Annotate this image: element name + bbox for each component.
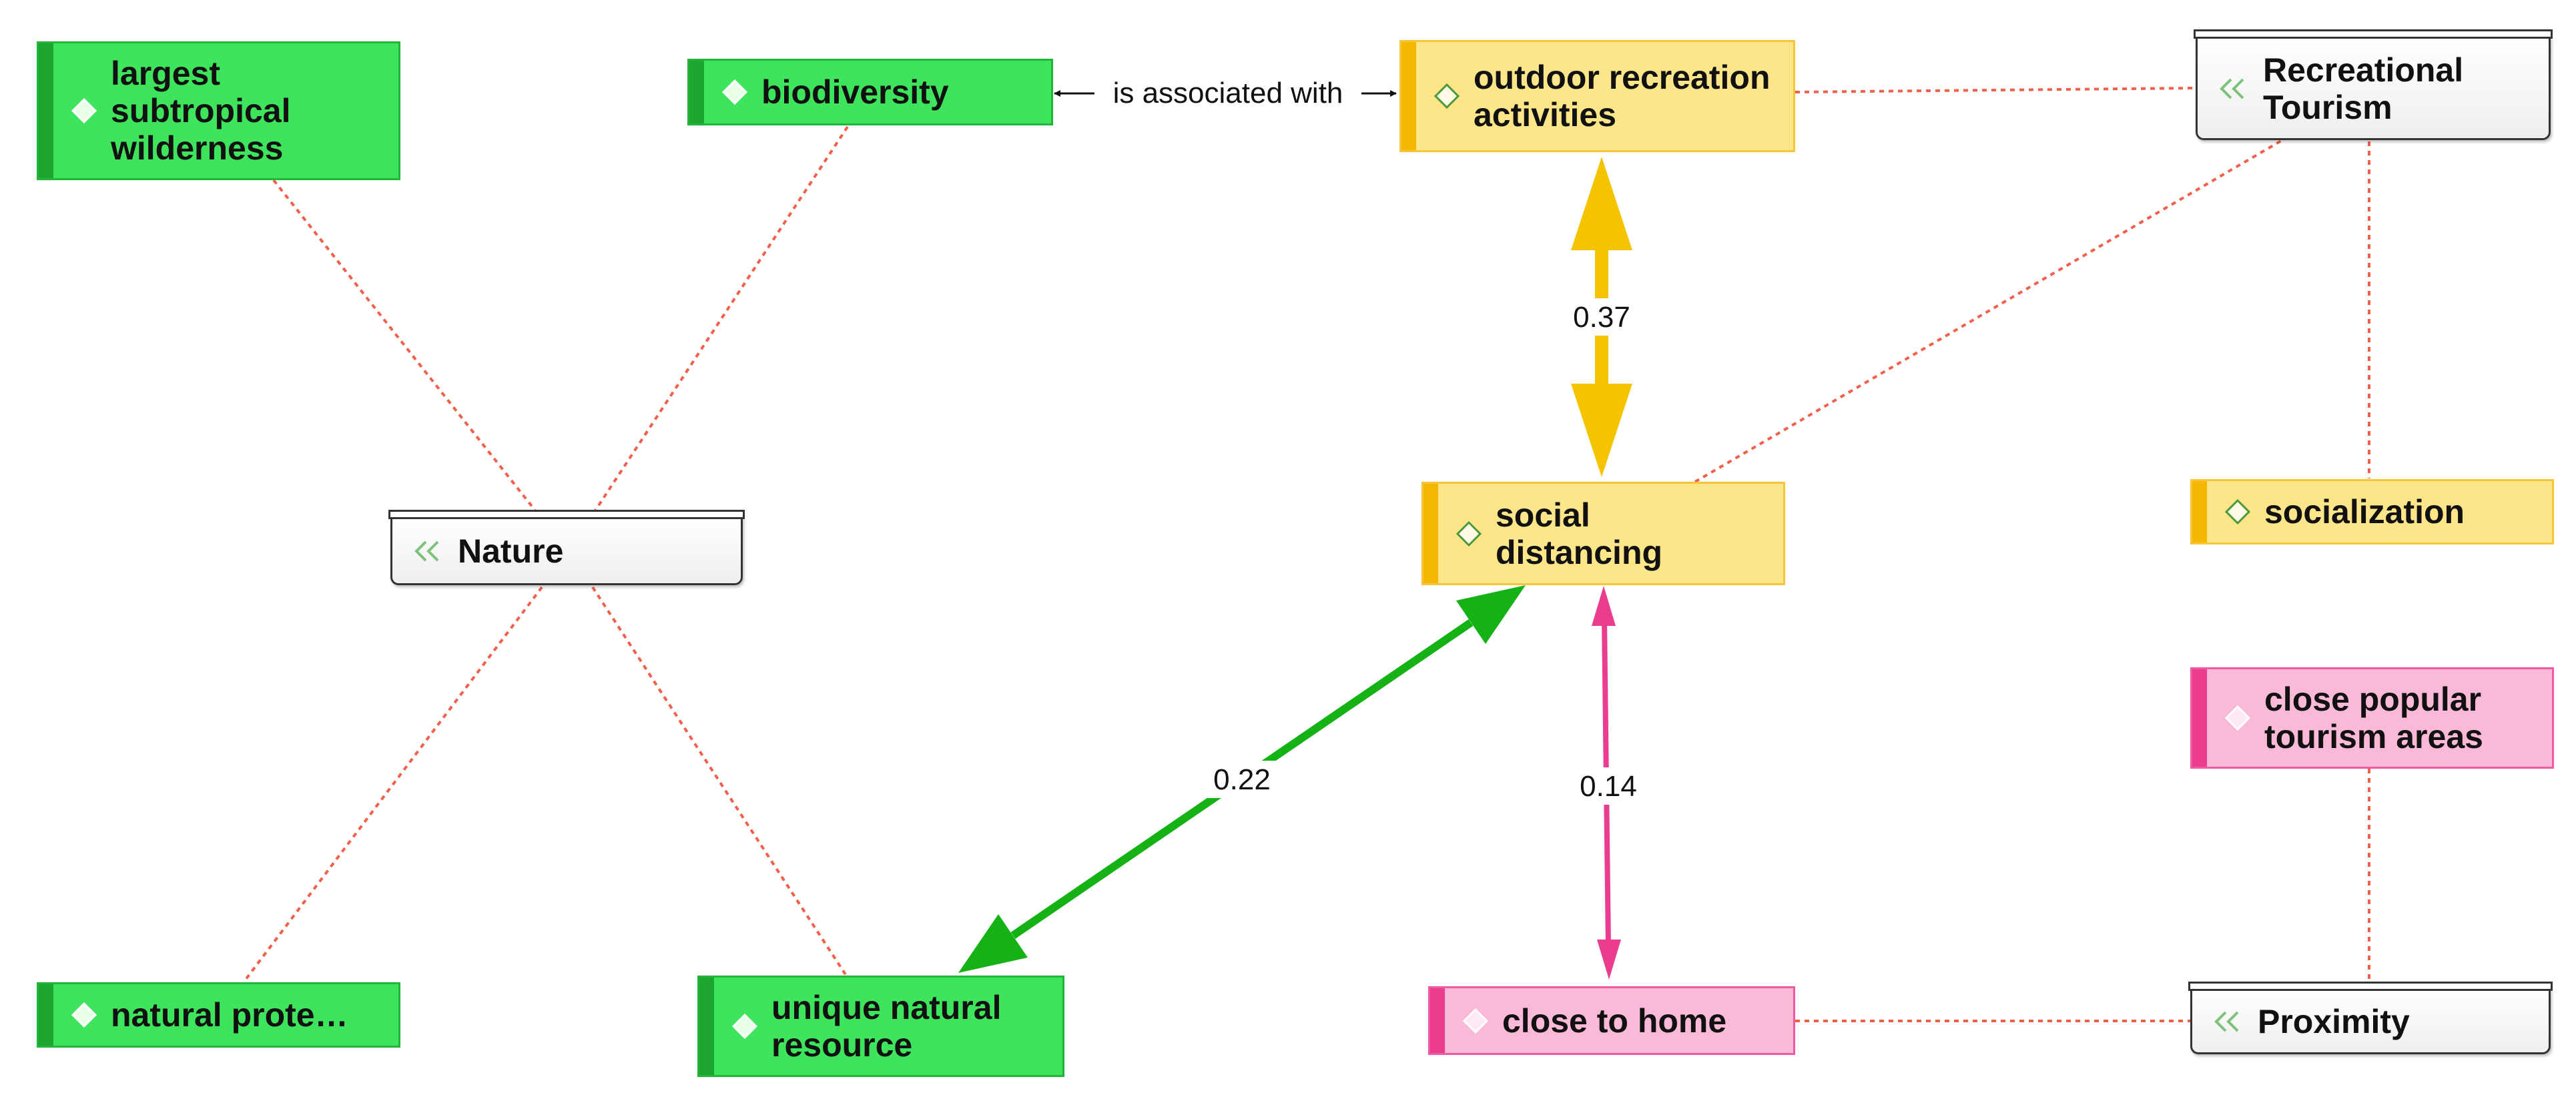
diamond-icon xyxy=(731,1013,758,1040)
link-nature-unique-resource xyxy=(591,586,848,977)
node-label: Recreational Tourism xyxy=(2263,51,2464,126)
node-category-bar xyxy=(2192,669,2207,767)
node-label: unique natural resource xyxy=(771,989,1002,1064)
node-category-bar xyxy=(699,978,714,1075)
edge-outdoor-social-label: 0.37 xyxy=(1573,301,1630,334)
double-chevron-icon xyxy=(2214,1011,2239,1032)
node-biodiversity[interactable]: biodiversity xyxy=(687,59,1053,125)
diamond-icon xyxy=(71,97,97,124)
edge-social-home-label-bg xyxy=(1571,767,1646,805)
node-label: natural prote… xyxy=(111,996,348,1034)
node-close-to-home[interactable]: close to home xyxy=(1428,986,1795,1055)
diamond-icon xyxy=(1456,520,1482,546)
diamond-icon xyxy=(2224,705,2251,731)
node-outdoor-recreation-activities[interactable]: outdoor recreation activities xyxy=(1399,40,1795,152)
edge-outdoor-social-label-bg xyxy=(1568,298,1635,336)
node-label: Nature xyxy=(458,532,564,570)
double-chevron-icon xyxy=(414,540,439,562)
edge-social-home-label: 0.14 xyxy=(1580,770,1637,803)
node-nature[interactable]: Nature xyxy=(388,510,745,585)
node-close-popular-tourism-areas[interactable]: close popular tourism areas xyxy=(2190,667,2554,769)
node-largest-subtropical-wilderness[interactable]: largest subtropical wilderness xyxy=(37,41,400,180)
node-label: biodiversity xyxy=(761,73,949,111)
diamond-icon xyxy=(721,79,748,105)
node-category-bar xyxy=(39,984,53,1046)
node-natural-protection[interactable]: natural prote… xyxy=(37,982,400,1048)
edge-social-home-arrowhead-top xyxy=(1592,586,1616,626)
node-label: close to home xyxy=(1502,1002,1727,1040)
node-proximity[interactable]: Proximity xyxy=(2188,982,2553,1054)
node-socialization[interactable]: socialization xyxy=(2190,479,2554,544)
edge-outdoor-social-arrowhead-top xyxy=(1571,157,1632,250)
node-label: largest subtropical wilderness xyxy=(111,55,291,167)
node-recreational-tourism[interactable]: Recreational Tourism xyxy=(2194,29,2553,140)
diamond-icon xyxy=(71,1002,97,1028)
edge-social-home-arrowhead-bottom xyxy=(1597,940,1621,980)
association-label-bg xyxy=(1094,75,1361,112)
node-category-bar xyxy=(689,61,704,123)
link-nature-natural-protection xyxy=(242,586,543,984)
node-label: Proximity xyxy=(2258,1003,2410,1040)
node-category-bar xyxy=(39,43,53,178)
diamond-icon xyxy=(1433,83,1460,109)
node-category-bar xyxy=(1430,988,1445,1053)
double-chevron-icon xyxy=(2220,78,2244,99)
node-category-bar xyxy=(1423,484,1438,583)
link-outdoor-recreational xyxy=(1795,87,2196,93)
link-social-recreational xyxy=(1694,139,2284,483)
association-label: is associated with xyxy=(1113,77,1343,109)
node-category-bar xyxy=(2192,481,2207,542)
edge-social-unique-arrowhead-top xyxy=(1456,585,1526,644)
diamond-icon xyxy=(1462,1008,1489,1034)
node-category-bar xyxy=(1401,42,1416,150)
edge-outdoor-social-arrowhead-bottom xyxy=(1571,384,1632,477)
node-unique-natural-resource[interactable]: unique natural resource xyxy=(697,976,1064,1077)
node-label: socialization xyxy=(2264,493,2465,530)
edge-social-unique-arrowhead-bottom xyxy=(958,914,1028,973)
node-label: close popular tourism areas xyxy=(2264,681,2483,755)
node-social-distancing[interactable]: social distancing xyxy=(1421,482,1785,585)
edge-social-unique-label-bg xyxy=(1205,761,1279,798)
node-label: social distancing xyxy=(1496,496,1663,571)
diamond-icon xyxy=(2224,498,2251,525)
edge-social-unique-label: 0.22 xyxy=(1213,763,1271,796)
link-wilderness-nature xyxy=(272,179,537,512)
link-biodiversity-nature xyxy=(594,125,849,512)
node-label: outdoor recreation activities xyxy=(1474,59,1770,133)
